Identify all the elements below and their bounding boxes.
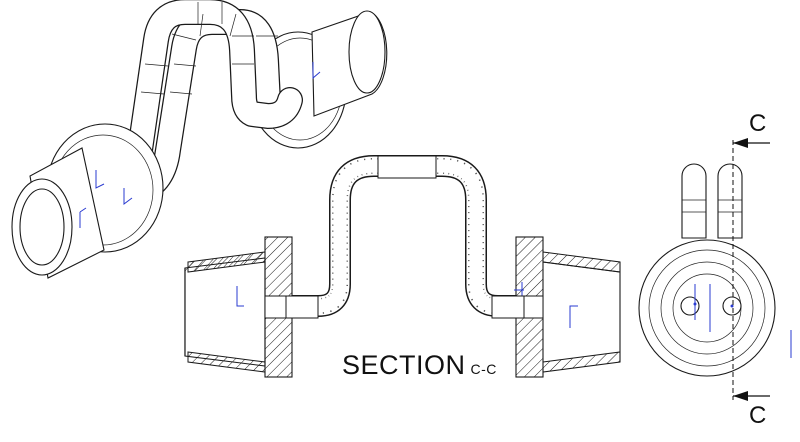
section-suffix: C-C <box>470 361 497 377</box>
section-view <box>184 155 621 378</box>
iso-front-flange <box>11 123 164 279</box>
side-view <box>638 163 792 377</box>
cutting-plane <box>732 138 770 401</box>
section-left-fitting <box>184 236 293 378</box>
section-right-fitting <box>514 236 621 378</box>
cutting-plane-label-top: C <box>749 110 767 137</box>
cutting-plane-label-bottom: C <box>749 402 767 429</box>
section-tube <box>285 155 525 319</box>
iso-axis-markers <box>79 62 321 228</box>
section-title-text: SECTION <box>342 350 466 380</box>
isometric-view <box>11 0 388 279</box>
